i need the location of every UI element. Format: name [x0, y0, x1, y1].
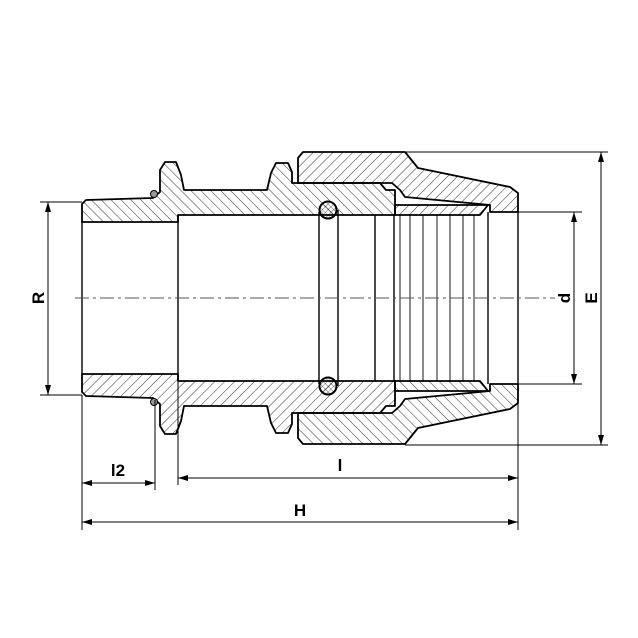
label-l: l	[338, 456, 343, 475]
label-R: R	[29, 292, 48, 304]
dimension-arrows	[45, 152, 604, 525]
label-l2: l2	[111, 461, 125, 480]
label-E: E	[582, 292, 601, 303]
label-H: H	[294, 501, 306, 520]
label-d: d	[555, 293, 574, 303]
dimension-lines	[40, 151, 608, 530]
